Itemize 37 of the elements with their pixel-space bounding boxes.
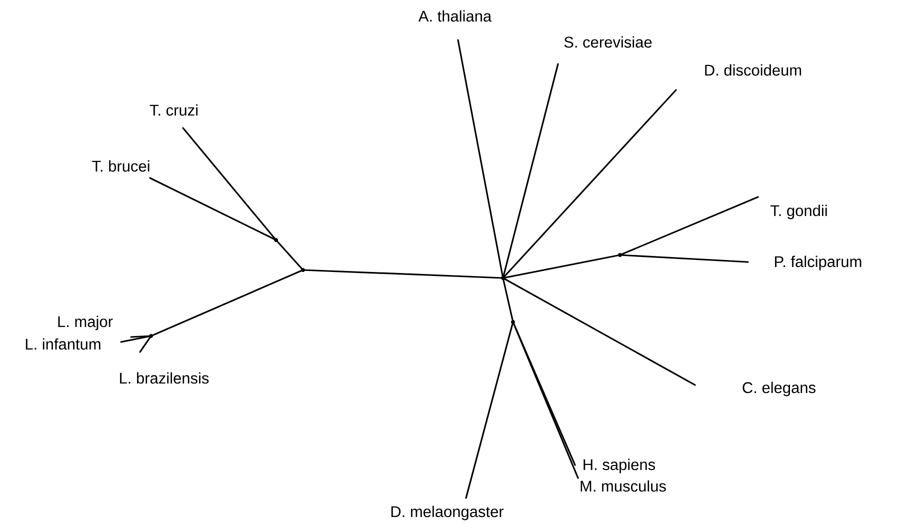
species-label: D. discoideum [705, 64, 802, 76]
species-label: P. falciparum [775, 256, 862, 270]
tree-branch [302, 269, 504, 279]
branch-point [511, 320, 515, 324]
species-label: L. infantum [26, 338, 100, 350]
tree-branch [502, 254, 621, 279]
branch-point [501, 276, 505, 280]
branch-point [149, 334, 153, 338]
species-label: M. musculus [580, 480, 666, 492]
tree-branch [275, 239, 304, 271]
species-label: S. cerevisiae [564, 36, 652, 48]
species-label: C. elegans [742, 382, 816, 396]
branch-point [274, 238, 278, 242]
tree-branch [502, 277, 514, 323]
species-label: D. melaongaster [391, 506, 504, 520]
tree-branch [502, 63, 559, 279]
tree-branch [120, 335, 152, 343]
species-label: H. sapiens [584, 458, 656, 474]
tree-branch [502, 89, 677, 279]
tree-branch [619, 196, 759, 256]
tree-branch [150, 269, 304, 337]
species-label: L. major [58, 316, 113, 330]
tree-branch [149, 177, 277, 241]
species-label: T. brucei [92, 160, 150, 172]
species-label: L. brazilensis [120, 372, 209, 384]
species-label: T. cruzi [150, 104, 198, 116]
tree-branch [465, 321, 514, 499]
species-label: A. thaliana [418, 10, 492, 22]
tree-branch [457, 39, 504, 279]
tree-branch [139, 335, 152, 353]
tree-branch [130, 335, 152, 338]
species-label: T. gondii [770, 204, 827, 220]
tree-branch [619, 254, 749, 263]
tree-branch [182, 127, 277, 241]
tree-branch [502, 277, 696, 386]
branch-point [301, 268, 305, 272]
branch-point [618, 253, 622, 257]
